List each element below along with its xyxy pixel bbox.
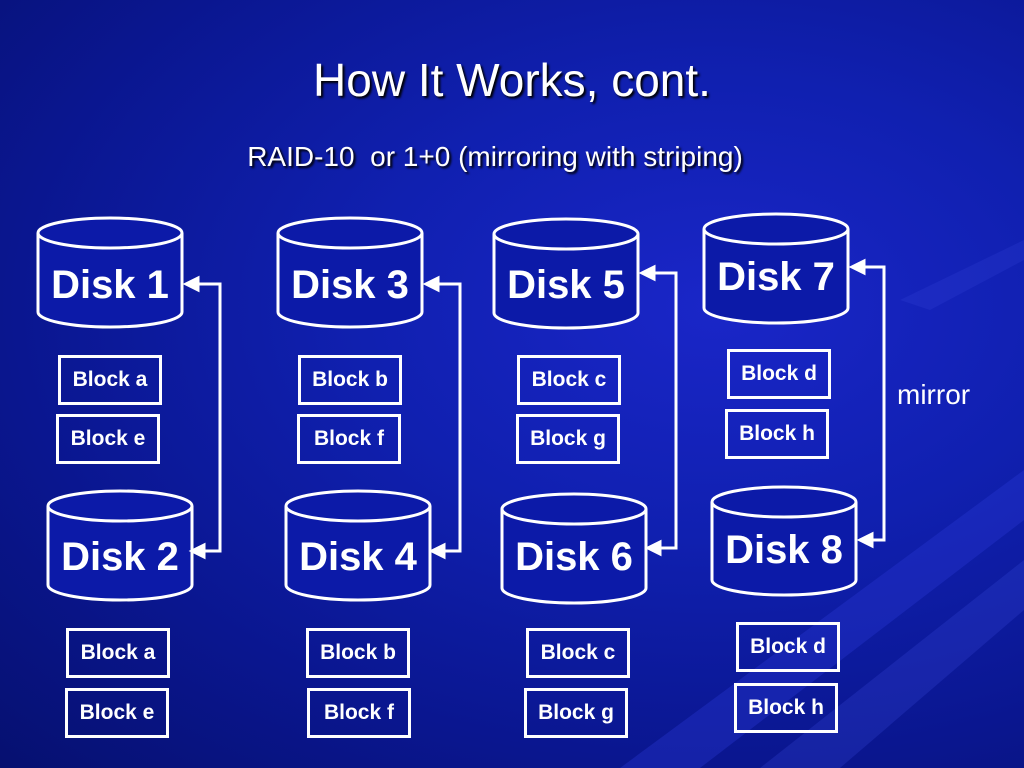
disk-6-block-c: Block c (526, 628, 630, 678)
disk-2-block-e: Block e (65, 688, 169, 738)
disk-5-block-g: Block g (516, 414, 620, 464)
disk-7-block-h: Block h (725, 409, 829, 459)
arrowhead-icon (182, 275, 200, 293)
disk-1-cylinder: Disk 1 (36, 216, 184, 329)
disk-4-block-b: Block b (306, 628, 410, 678)
arrowhead-icon (848, 258, 866, 276)
arrowhead-icon (638, 264, 656, 282)
arrowhead-icon (856, 531, 874, 549)
disk-3-block-b: Block b (298, 355, 402, 405)
disk-7-label: Disk 7 (717, 255, 835, 299)
arrowhead-icon (422, 275, 440, 293)
disk-6-label: Disk 6 (515, 535, 633, 579)
disk-5-cylinder: Disk 5 (492, 217, 640, 330)
disk-2-block-a: Block a (66, 628, 170, 678)
arrowhead-icon (428, 542, 446, 560)
mirror-connector-7-8 (848, 258, 886, 549)
disk-5-block-c: Block c (517, 355, 621, 405)
disk-1-label: Disk 1 (51, 263, 169, 307)
disk-4-block-f: Block f (307, 688, 411, 738)
disk-7-cylinder: Disk 7 (702, 212, 850, 325)
mirror-connector-1-2 (182, 275, 222, 560)
disk-2-label: Disk 2 (61, 535, 179, 579)
disk-3-label: Disk 3 (291, 263, 409, 307)
disk-4-label: Disk 4 (299, 535, 418, 579)
disk-1-block-e: Block e (56, 414, 160, 464)
slide-title: How It Works, cont. (313, 54, 711, 106)
disk-3-block-f: Block f (297, 414, 401, 464)
arrowhead-icon (644, 539, 662, 557)
disk-4-cylinder: Disk 4 (284, 489, 432, 602)
mirror-connector-5-6 (638, 264, 678, 557)
disk-8-block-h: Block h (734, 683, 838, 733)
disk-8-cylinder: Disk 8 (710, 485, 858, 597)
slide-subtitle: RAID-10 or 1+0 (mirroring with striping) (247, 141, 743, 172)
arrowhead-icon (188, 542, 206, 560)
disk-7-block-d: Block d (727, 349, 831, 399)
disk-8-label: Disk 8 (725, 528, 843, 572)
mirror-label: mirror (897, 379, 971, 410)
disk-6-cylinder: Disk 6 (500, 492, 648, 605)
disk-6-block-g: Block g (524, 688, 628, 738)
disk-5-label: Disk 5 (507, 263, 625, 307)
disk-1-block-a: Block a (58, 355, 162, 405)
mirror-connector-3-4 (422, 275, 462, 560)
disk-8-block-d: Block d (736, 622, 840, 672)
disk-2-cylinder: Disk 2 (46, 489, 194, 602)
disk-3-cylinder: Disk 3 (276, 216, 424, 329)
